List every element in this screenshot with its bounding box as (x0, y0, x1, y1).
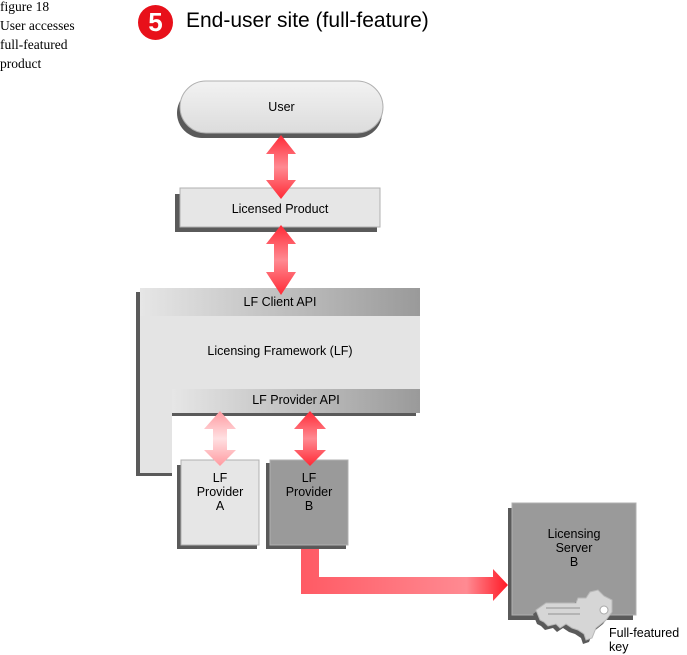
provider-a-label-line: Provider (196, 485, 244, 499)
key-label: Full-featured key (609, 626, 679, 654)
step-number-badge: 5 (138, 5, 173, 40)
caption-line: product (0, 56, 42, 71)
provider-a-shape (180, 459, 260, 546)
licensing-framework-node (136, 288, 420, 476)
client-api-label: LF Client API (243, 295, 317, 309)
caption-line: full-featured (0, 37, 68, 52)
caption-line: figure 18 (0, 0, 50, 14)
provider-a-node (177, 459, 260, 549)
framework-shape (140, 288, 420, 473)
provider-b-label-line: LF (301, 471, 317, 485)
arrow-user-product (266, 135, 296, 199)
user-label: User (268, 100, 295, 114)
arrow-product-client-api (266, 225, 296, 295)
licensing-server-shape (511, 502, 637, 616)
framework-label: Licensing Framework (LF) (207, 344, 353, 358)
key-label-line: Full-featured (609, 626, 680, 640)
key-icon (533, 589, 613, 644)
provider-b-label-line: B (304, 499, 314, 513)
licensing-server-label-line: Licensing (547, 527, 601, 541)
provider-b-shape (269, 459, 349, 546)
licensed-product-label: Licensed Product (231, 202, 329, 216)
user-node (177, 80, 384, 138)
caption-line: User accesses (0, 18, 75, 33)
provider-b-node (266, 459, 349, 549)
arrow-provider-b-server (301, 549, 508, 601)
licensing-server-label-line: Server (555, 541, 593, 555)
key-label-line: key (609, 640, 629, 654)
licensing-server-label: Licensing Server B (512, 527, 636, 569)
page-title: End-user site (full-feature) (186, 9, 429, 32)
provider-a-label-line: LF (212, 471, 228, 485)
provider-api-label: LF Provider API (252, 393, 340, 407)
provider-a-label-line: A (215, 499, 225, 513)
provider-b-label: LF Provider B (270, 471, 348, 513)
arrow-api-provider-a (204, 411, 236, 466)
licensing-server-label-line: B (569, 555, 579, 569)
arrow-api-provider-b (294, 411, 326, 466)
user-node-shape (179, 80, 384, 134)
figure-caption: figure 18 User accesses full-featured pr… (0, 0, 75, 73)
provider-api-band (172, 389, 420, 413)
provider-a-label: LF Provider A (181, 471, 259, 513)
provider-b-label-line: Provider (285, 485, 333, 499)
